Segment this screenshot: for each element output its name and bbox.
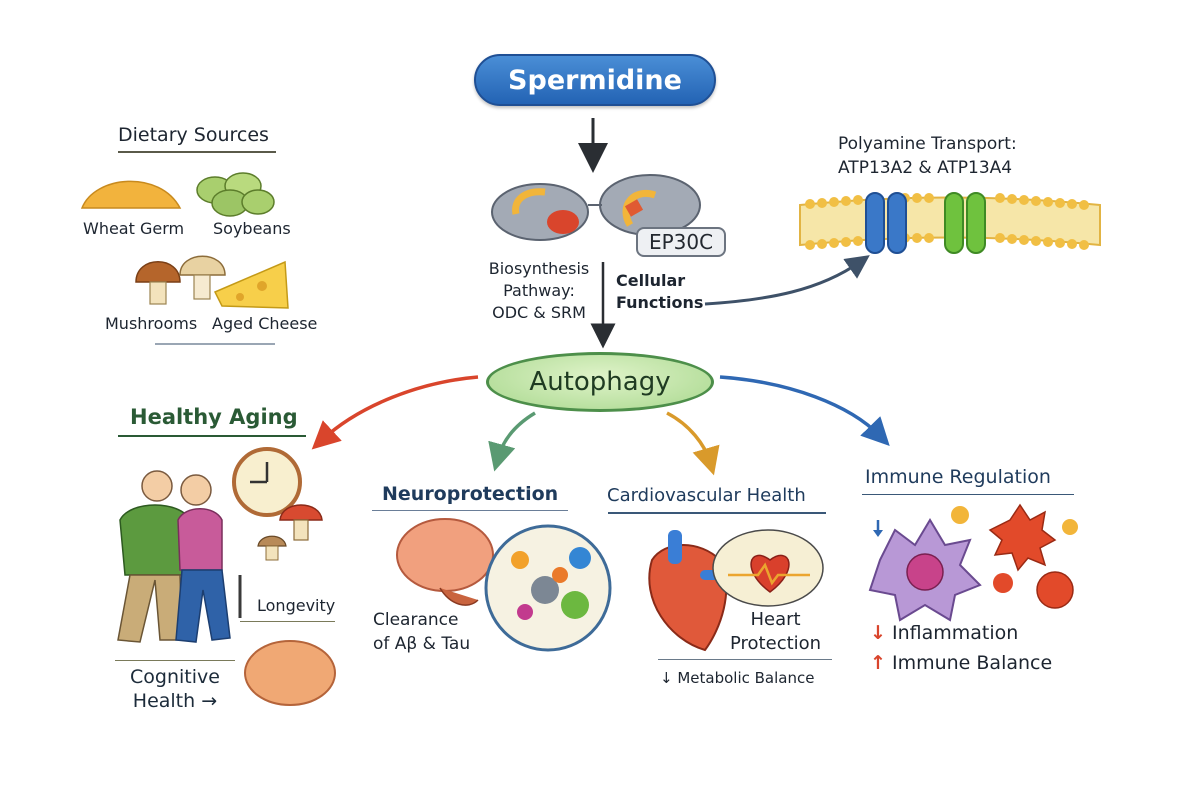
neuroprotection-title: Neuroprotection [382,483,559,505]
enzyme-tag: EP30C [636,227,726,257]
transport-line: ATP13A2 & ATP13A4 [838,158,1013,178]
neuroprotection-underline [372,510,568,511]
cellular-functions-label: Cellular Functions [616,270,703,314]
cardio-illustration [648,529,824,652]
dietary-bottom-rule [155,343,275,345]
neuroprotection-illustration [396,518,612,652]
longevity-rule [240,621,335,622]
cognitive-line: Health → [132,690,218,712]
dietary-underline [118,151,276,153]
spermidine-node: Spermidine [474,54,716,106]
food-label-soybeans: Soybeans [213,219,291,238]
dietary-sources-title: Dietary Sources [118,124,269,146]
functions-line: Cellular [616,271,686,290]
transport-label: Polyamine Transport: ATP13A2 & ATP13A4 [838,132,1017,180]
immune-underline [862,494,1074,495]
clearance-line: Clearance [373,610,459,630]
heart-line: Protection [730,633,822,654]
heart-protection-label: Heart Protection [730,608,821,656]
healthy-aging-title: Healthy Aging [130,405,298,429]
longevity-label: Longevity [257,596,336,615]
heart-line: Heart [750,609,801,630]
autophagy-node: Autophagy [486,352,714,412]
biosynthesis-line: ODC & SRM [492,303,586,322]
clearance-label: Clearance of Aβ & Tau [373,608,470,656]
biosynthesis-line: Pathway: [503,281,575,300]
clearance-line: of Aβ & Tau [373,634,471,654]
functions-line: Functions [616,293,704,312]
cardio-rule [658,659,832,660]
cardio-underline [608,512,826,514]
enzyme-illustration [491,174,701,241]
down-arrow-icon: ↓ [870,622,886,644]
immune-balance-row: ↑ Immune Balance [870,652,1052,674]
inflammation-label: Inflammation [891,622,1019,644]
biosynthesis-line: Biosynthesis [488,259,590,278]
membrane-illustration [799,192,1101,254]
arrow-to-immune [719,375,890,447]
healthy-aging-illustration [117,447,336,706]
food-label-wheat-germ: Wheat Germ [83,219,185,238]
cognitive-line: Cognitive [130,666,220,688]
arrow-to-healthy-aging [311,375,479,450]
arrow-to-transport [704,255,870,306]
cognitive-health-label: Cognitive Health → [130,665,220,713]
arrow-to-cardio [666,411,720,476]
transport-line: Polyamine Transport: [838,134,1017,154]
healthy-aging-underline [118,435,306,437]
arrow-to-neuroprotection [488,411,536,472]
immune-title: Immune Regulation [865,466,1051,488]
food-illustrations [80,172,289,309]
cognitive-rule [115,660,235,661]
immune-illustration [868,503,1078,622]
cardio-title: Cardiovascular Health [607,485,806,506]
inflammation-row: ↓ Inflammation [870,622,1018,644]
food-label-aged-cheese: Aged Cheese [212,314,318,333]
metabolic-balance-label: ↓ Metabolic Balance [660,669,815,687]
biosynthesis-label: Biosynthesis Pathway: ODC & SRM [482,258,596,324]
up-arrow-icon: ↑ [870,652,886,674]
food-label-mushrooms: Mushrooms [105,314,198,333]
immune-balance-label: Immune Balance [891,652,1053,674]
